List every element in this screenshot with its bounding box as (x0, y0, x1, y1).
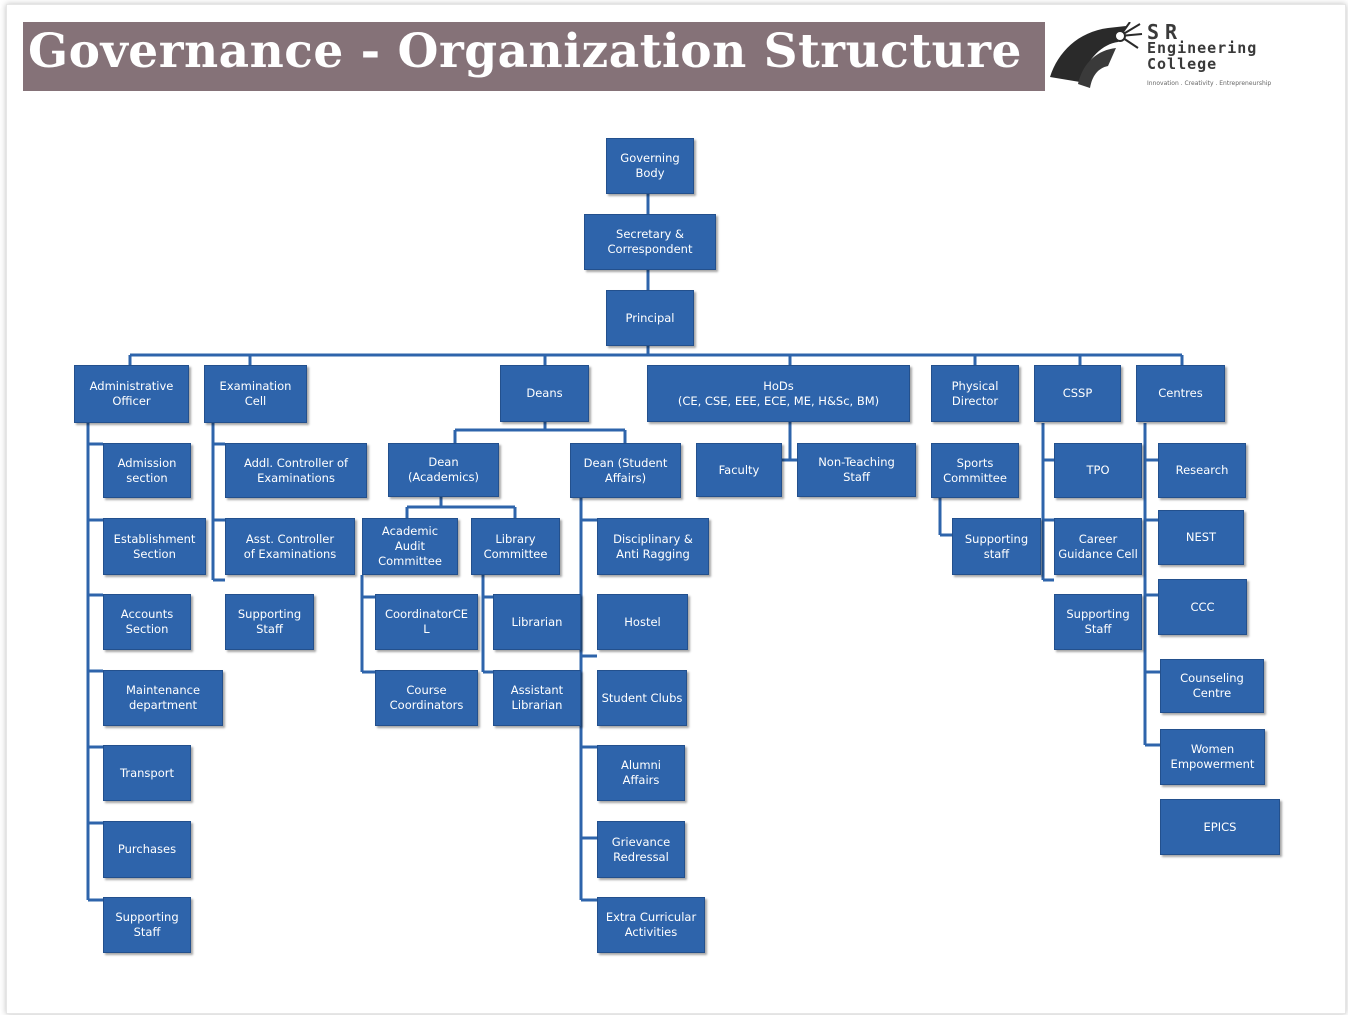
logo-text: SR Engineering College (1147, 20, 1258, 73)
logo-line-3: College (1147, 55, 1218, 73)
node-coordinator-cel: CoordinatorCE L (375, 594, 478, 650)
node-accounts-section: Accounts Section (103, 594, 191, 650)
node-principal: Principal (606, 290, 694, 346)
node-admission-section: Admission section (103, 443, 191, 498)
node-course-coordinators: Course Coordinators (375, 670, 478, 726)
node-sports-committee: Sports Committee (931, 443, 1019, 498)
node-nest: NEST (1158, 510, 1244, 565)
node-counseling-centre: Counseling Centre (1160, 659, 1264, 713)
logo-emblem-icon (1048, 21, 1143, 92)
node-cssp: CSSP (1034, 365, 1121, 422)
node-faculty: Faculty (696, 443, 782, 497)
college-logo (1048, 21, 1338, 92)
node-dean-academics: Dean (Academics) (388, 443, 499, 497)
node-examination-cell: Examination Cell (204, 365, 307, 423)
node-grievance-redressal: Grievance Redressal (597, 821, 685, 878)
node-admin-supporting-staff: Supporting Staff (103, 897, 191, 953)
node-tpo: TPO (1054, 443, 1142, 498)
node-dean-student-affairs: Dean (Student Affairs) (570, 443, 681, 498)
node-ccc: CCC (1158, 579, 1247, 635)
node-physical-director: Physical Director (931, 365, 1019, 422)
node-career-guidance-cell: Career Guidance Cell (1054, 518, 1142, 575)
node-alumni-affairs: Alumni Affairs (597, 745, 685, 801)
logo-tagline: Innovation . Creativity . Entrepreneursh… (1147, 80, 1272, 87)
node-non-teaching-staff: Non-Teaching Staff (797, 443, 916, 497)
logo-line-1: SR (1147, 20, 1184, 44)
node-assistant-librarian: Assistant Librarian (493, 670, 581, 726)
node-asst-controller: Asst. Controller of Examinations (225, 518, 355, 575)
node-hods: HoDs (CE, CSE, EEE, ECE, ME, H&Sc, BM) (647, 365, 910, 422)
node-cssp-supporting-staff: Supporting Staff (1054, 594, 1142, 650)
page-title: Governance - Organization Structure (28, 24, 1022, 79)
title-banner (23, 22, 1045, 91)
node-disciplinary-anti-ragging: Disciplinary & Anti Ragging (597, 518, 709, 575)
node-governing-body: Governing Body (606, 138, 694, 194)
node-student-clubs: Student Clubs (597, 670, 687, 726)
node-administrative-officer: Administrative Officer (74, 365, 189, 423)
node-library-committee: Library Committee (471, 518, 560, 575)
logo-line-2: Engineering (1147, 39, 1258, 57)
node-establishment-section: Establishment Section (103, 518, 206, 575)
node-librarian: Librarian (493, 594, 581, 650)
node-deans: Deans (500, 365, 589, 422)
node-transport: Transport (103, 745, 191, 801)
node-hostel: Hostel (597, 594, 688, 650)
node-women-empowerment: Women Empowerment (1160, 729, 1265, 785)
node-academic-audit-committee: Academic Audit Committee (362, 518, 458, 575)
node-pd-supporting-staff: Supporting staff (952, 518, 1041, 575)
node-epics: EPICS (1160, 799, 1280, 855)
node-maintenance-department: Maintenance department (103, 670, 223, 726)
node-addl-controller: Addl. Controller of Examinations (225, 443, 367, 498)
node-purchases: Purchases (103, 821, 191, 878)
node-extra-curricular-activities: Extra Curricular Activities (597, 897, 705, 953)
node-centres: Centres (1136, 365, 1225, 422)
node-exam-supporting-staff: Supporting Staff (225, 594, 314, 650)
node-secretary-correspondent: Secretary & Correspondent (584, 214, 716, 270)
node-research: Research (1158, 443, 1246, 498)
